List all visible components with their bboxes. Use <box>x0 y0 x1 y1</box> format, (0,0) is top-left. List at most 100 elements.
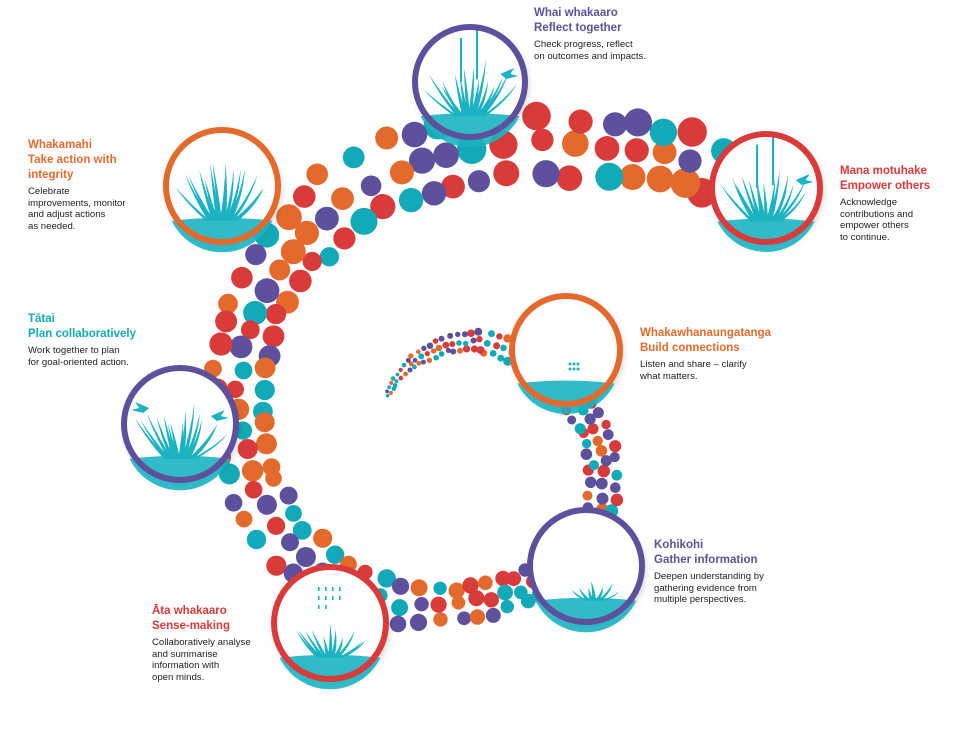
rain-drop <box>325 587 327 591</box>
spiral-dot <box>226 380 244 398</box>
stage-description: Collaboratively analyse and summarise in… <box>152 637 251 683</box>
bird <box>131 402 150 413</box>
grass-rain-icon <box>279 587 381 690</box>
spiral-dot <box>476 335 483 343</box>
spiral-dot <box>289 269 312 293</box>
spiral-dot <box>500 344 507 352</box>
flower-stalk <box>460 38 462 82</box>
spiral-dot <box>597 464 611 478</box>
spiral-dot <box>531 128 554 152</box>
spiral-dot <box>489 350 497 357</box>
stage-circle-kohikohi <box>527 507 645 633</box>
spiral-dot <box>495 570 511 587</box>
rain-drop <box>318 596 320 600</box>
spiral-dot <box>587 423 599 435</box>
circle-bg <box>124 368 236 480</box>
spiral-dot <box>457 611 471 626</box>
spiral-dot <box>265 470 282 487</box>
spiral-dot <box>412 357 418 363</box>
spiral-dot <box>433 354 440 361</box>
spiral-dot <box>609 452 620 463</box>
spiral-dot <box>435 344 443 352</box>
circle-ring <box>163 127 281 245</box>
rain-drop <box>325 605 327 609</box>
spiral-dot <box>407 367 413 373</box>
spiral-dot <box>313 528 333 548</box>
spiral-dot <box>401 362 407 368</box>
spiral-dot <box>410 579 428 597</box>
spiral-dot <box>387 385 392 390</box>
spiral-dot <box>416 349 421 355</box>
spiral-dot <box>388 391 393 395</box>
spiral-dot <box>430 596 447 613</box>
grass-blade <box>332 637 343 658</box>
spiral-dot <box>595 162 624 191</box>
spiral-dot <box>488 330 495 338</box>
spiral-dot <box>394 379 399 384</box>
stage-title-english: Sense-making <box>152 620 230 632</box>
grass-blade <box>599 591 618 601</box>
spiral-dot <box>483 592 499 608</box>
spiral-dot <box>447 332 454 339</box>
spiral-dot <box>426 342 434 349</box>
spiral-dot <box>246 529 267 550</box>
spiral-dot <box>266 555 287 576</box>
spiral-dot <box>610 482 621 494</box>
spiral-dot <box>470 345 479 353</box>
spiral-dot <box>254 357 276 379</box>
stage-title-maori: Mana motuhake <box>840 165 927 177</box>
spiral-dot <box>520 593 536 609</box>
large-flax-icon <box>171 162 273 253</box>
stage-title-english: Reflect together <box>534 22 622 34</box>
spiral-dot <box>595 445 608 457</box>
spiral-dot <box>462 577 479 594</box>
stage-title-english: Take action with integrity <box>28 154 117 181</box>
grass-blade <box>311 629 328 658</box>
flower-stalk <box>756 144 758 188</box>
spiral-dot <box>405 357 411 363</box>
spiral-dot <box>292 521 312 540</box>
spiral-dot <box>476 346 485 355</box>
grass-blade <box>594 586 603 601</box>
spiral-dot <box>391 599 409 617</box>
spiral-dot <box>611 469 623 481</box>
circle-bg <box>415 27 525 137</box>
spiral-dot <box>414 597 429 612</box>
sprout-dot <box>568 367 572 371</box>
grass-blade <box>757 188 767 222</box>
grass-blade <box>454 73 467 117</box>
spiral-dot <box>408 147 436 174</box>
ground <box>279 654 381 690</box>
spiral-dot <box>240 320 260 340</box>
spiral-dot <box>500 599 514 614</box>
circle-ring <box>527 507 645 625</box>
sprout-dot <box>572 367 576 371</box>
spiral-dot <box>451 595 466 610</box>
stage-label-kohikohi: Kohikohi Gather information Deepen under… <box>654 538 764 606</box>
spiral-dot <box>619 164 646 190</box>
spiral-dot <box>306 163 329 186</box>
spiral-dot <box>254 379 275 401</box>
grass-blade <box>463 67 471 117</box>
spiral-dot <box>319 247 340 267</box>
spiral-dot <box>389 160 414 185</box>
spiral-dot <box>456 340 462 346</box>
flowering-flax-bird-icon <box>717 136 815 252</box>
spiral-dot <box>245 244 267 266</box>
spiral-dot <box>229 335 253 359</box>
spiral-dot <box>467 329 475 338</box>
spiral-dot <box>600 455 612 467</box>
stage-label-whakamahi: Whakamahi Take action with integrity Cel… <box>28 138 126 232</box>
grass-blade <box>182 403 195 459</box>
spiral-dot <box>582 490 593 501</box>
spiral-dot <box>421 345 427 351</box>
spiral-dot <box>469 609 486 625</box>
spiral-dot <box>485 607 501 623</box>
spiral-dot <box>467 170 490 193</box>
spiral-dot <box>342 146 365 169</box>
spiral-dot <box>255 433 277 455</box>
spiral-dot <box>442 341 450 349</box>
ground <box>535 597 637 633</box>
spiral-dot <box>678 149 702 173</box>
stage-title-maori: Whai whakaaro <box>534 7 618 19</box>
